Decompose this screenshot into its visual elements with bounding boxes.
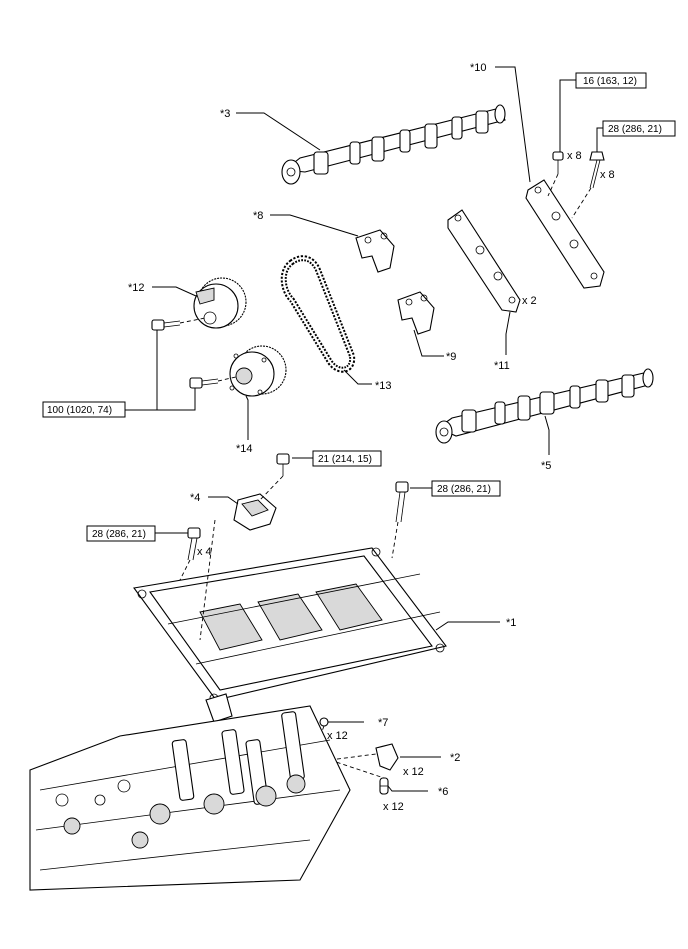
gear-bolt-14 bbox=[189, 377, 219, 389]
chain-tensioner-4 bbox=[233, 493, 277, 531]
torque-box-gear-bolts: 100 (1020, 74) bbox=[42, 401, 126, 418]
label-part-3: *3 bbox=[220, 108, 230, 120]
label-part-6: *6 bbox=[438, 786, 448, 798]
qty-valve-cap: x 12 bbox=[327, 730, 348, 742]
qty-lash-adjuster: x 12 bbox=[383, 801, 404, 813]
torque-value: 28 (286, 21) bbox=[437, 484, 491, 495]
cap-bolt-16 bbox=[552, 151, 564, 174]
torque-value: 16 (163, 12) bbox=[583, 76, 637, 87]
bearing-cap-9 bbox=[397, 291, 435, 335]
leader-lines bbox=[125, 66, 604, 792]
label-part-9: *9 bbox=[446, 351, 456, 363]
torque-value: 28 (286, 21) bbox=[92, 529, 146, 540]
torque-box-cap-bolt-small: 16 (163, 12) bbox=[575, 72, 647, 89]
qty-rocker-arm: x 12 bbox=[403, 766, 424, 778]
gear-bolt-12 bbox=[151, 319, 181, 331]
torque-value: 28 (286, 21) bbox=[608, 124, 662, 135]
qty-cap-bolts-large: x 8 bbox=[600, 169, 615, 181]
housing-bolt-right bbox=[395, 481, 409, 523]
torque-box-cap-bolt-large: 28 (286, 21) bbox=[602, 120, 676, 137]
torque-box-tensioner-bolt: 21 (214, 15) bbox=[312, 450, 382, 467]
label-part-13: *13 bbox=[375, 380, 392, 392]
label-part-1: *1 bbox=[506, 617, 516, 629]
label-part-11: *11 bbox=[494, 360, 510, 372]
camshaft-housing-1 bbox=[133, 547, 447, 723]
torque-value: 21 (214, 15) bbox=[318, 454, 372, 465]
lash-adjuster-6 bbox=[379, 777, 389, 795]
qty-cap-bolts-small: x 8 bbox=[567, 150, 582, 162]
label-part-2: *2 bbox=[450, 752, 460, 764]
intake-camshaft bbox=[435, 368, 654, 444]
label-part-5: *5 bbox=[541, 460, 551, 472]
cap-bolt-28 bbox=[589, 151, 605, 189]
label-part-14: *14 bbox=[236, 443, 253, 455]
label-part-12: *12 bbox=[128, 282, 145, 294]
cam-timing-gear-14 bbox=[229, 345, 287, 397]
timing-chain bbox=[280, 255, 356, 373]
bearing-cap-housing-11 bbox=[447, 209, 521, 313]
torque-box-housing-bolt-right: 28 (286, 21) bbox=[431, 480, 501, 497]
valve-stem-cap-7 bbox=[319, 717, 329, 727]
qty-housing-bolts: x 4 bbox=[197, 546, 212, 558]
bearing-cap-housing-10 bbox=[525, 179, 605, 289]
housing-bolt-left bbox=[187, 527, 201, 561]
bearing-cap-8 bbox=[355, 229, 395, 273]
label-part-8: *8 bbox=[253, 210, 263, 222]
cam-timing-gear-12 bbox=[193, 277, 247, 329]
label-part-10: *10 bbox=[470, 62, 487, 74]
roller-rocker-arm-2 bbox=[375, 743, 399, 771]
label-part-7: *7 bbox=[378, 717, 388, 729]
label-part-4: *4 bbox=[190, 492, 200, 504]
tensioner-bolt bbox=[276, 453, 290, 476]
cylinder-head bbox=[29, 705, 351, 891]
torque-value: 100 (1020, 74) bbox=[47, 405, 112, 416]
qty-cap-pair: x 2 bbox=[522, 295, 537, 307]
exhaust-camshaft bbox=[281, 104, 506, 185]
torque-box-housing-bolt-left: 28 (286, 21) bbox=[86, 525, 156, 542]
